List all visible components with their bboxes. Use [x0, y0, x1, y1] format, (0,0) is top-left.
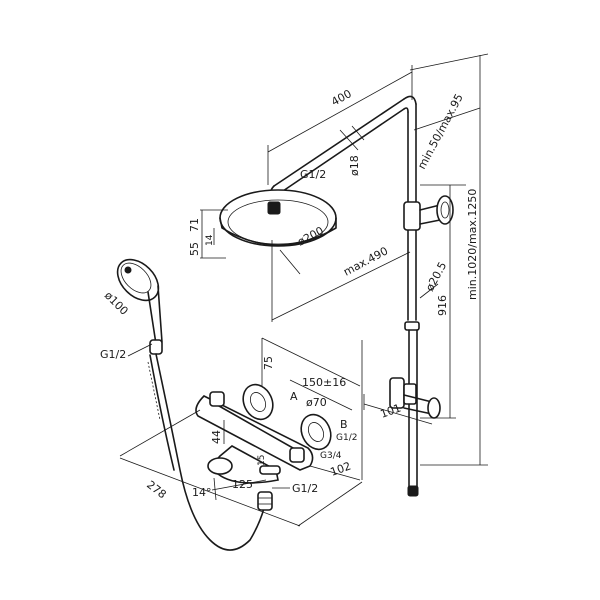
- label-spout-angle: 14°: [192, 486, 212, 499]
- label-mixer-centers: 150±16: [302, 376, 346, 389]
- bath-spout: [207, 445, 281, 484]
- label-riser-dia: ø20.5: [423, 260, 449, 294]
- thermostatic-mixer: [195, 383, 332, 471]
- label-hand-shower-dia: ø100: [102, 289, 131, 318]
- label-hose-length: 278: [144, 478, 169, 501]
- label-point-b-thread: G1/2: [336, 433, 357, 443]
- shower-hose: [147, 353, 267, 551]
- label-point-b: B: [340, 418, 348, 431]
- label-arm-length: 400: [329, 87, 354, 109]
- dimension-lines: [119, 53, 489, 527]
- label-mixer-body-dia: ø70: [306, 396, 327, 409]
- label-total-height: min.1020/max.1250: [466, 189, 479, 300]
- label-bracket-range: min.50/max.95: [415, 92, 466, 172]
- label-mixer-offset: 44: [210, 430, 223, 444]
- label-hand-shower-connection: G1/2: [100, 348, 126, 361]
- label-slide-distance: 916: [436, 295, 449, 316]
- label-head-connection: G1/2: [300, 168, 326, 181]
- label-hose-connection: G1/2: [292, 482, 318, 495]
- label-head-height-a: 55: [188, 242, 201, 256]
- label-slider-depth: 101: [379, 401, 403, 420]
- label-point-a: A: [290, 390, 298, 403]
- label-arm-tube-dia: ø18: [348, 155, 361, 176]
- label-head-height-b: 71: [188, 218, 201, 232]
- label-spout-height: 15: [257, 455, 267, 466]
- label-spout-length: 125: [232, 478, 253, 491]
- rain-shower-head: [219, 189, 337, 247]
- hand-shower-slider: [389, 377, 441, 419]
- label-mixer-depth: 102: [329, 459, 353, 478]
- label-inlet-thread: G3/4: [320, 451, 342, 461]
- wall-bracket: [403, 195, 454, 231]
- label-mixer-height: 75: [262, 356, 275, 370]
- hand-shower: [116, 258, 163, 355]
- hose-nut: [257, 491, 273, 511]
- label-head-thickness: 14: [205, 234, 215, 246]
